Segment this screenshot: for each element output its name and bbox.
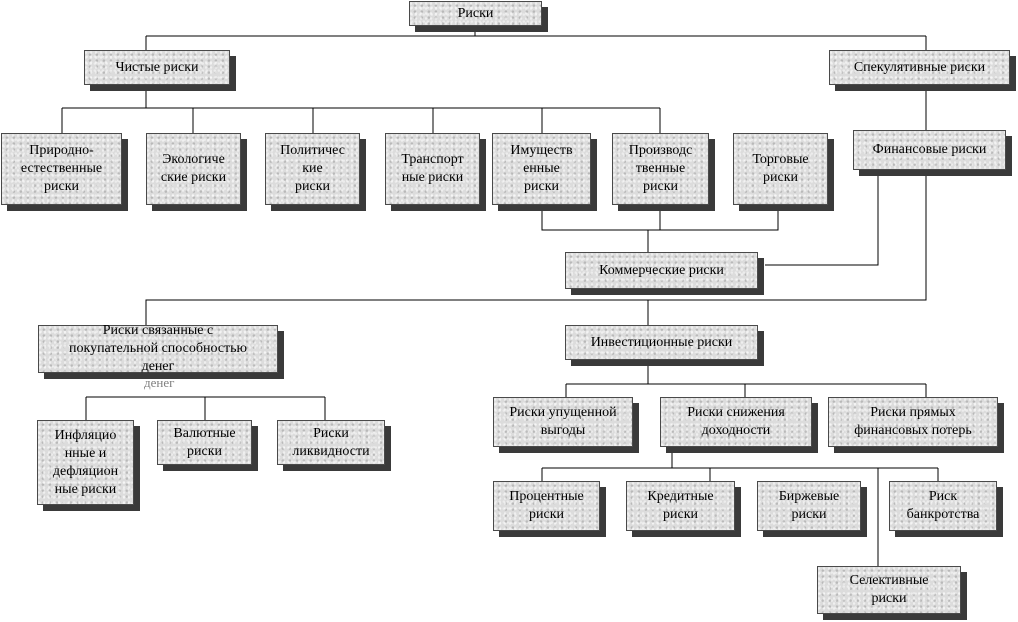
node-credit-risks: Кредитные риски bbox=[626, 481, 735, 531]
node-trade-risks: Торговые риски bbox=[733, 133, 828, 205]
node-ecological-risks: Экологиче ские риски bbox=[146, 133, 241, 205]
node-natural-risks: Природно- естественные риски bbox=[1, 133, 122, 205]
node-production-risks: Производс твенные риски bbox=[612, 133, 709, 205]
node-direct-loss-risks: Риски прямых финансовых потерь bbox=[828, 397, 998, 447]
node-commercial-risks: Коммерческие риски bbox=[565, 252, 758, 289]
node-lost-profit-risks: Риски упущенной выгоды bbox=[493, 397, 633, 447]
node-risks: Риски bbox=[409, 1, 542, 26]
ghost-caption: денег bbox=[144, 375, 175, 390]
node-exchange-risks: Биржевые риски bbox=[757, 481, 861, 531]
node-inflation-risks: Инфляцио нные и дефляцион ные риски bbox=[37, 420, 134, 505]
node-pure-risks: Чистые риски bbox=[84, 50, 230, 85]
node-purchasing-power-risks: Риски связанные с покупательной способно… bbox=[38, 323, 278, 374]
node-transport-risks: Транспорт ные риски bbox=[385, 133, 480, 205]
node-property-risks: Имуществ енные риски bbox=[492, 133, 591, 205]
node-currency-risks: Валютные риски bbox=[157, 420, 252, 465]
node-interest-risks: Процентные риски bbox=[493, 481, 600, 531]
node-liquidity-risks: Риски ликвидности bbox=[277, 420, 385, 465]
node-financial-risks: Финансовые риски bbox=[853, 130, 1006, 170]
node-investment-risks: Инвестиционные риски bbox=[565, 325, 758, 360]
node-decreasing-yield-risks: Риски снижения доходности bbox=[660, 397, 812, 447]
node-political-risks: Политичес кие риски bbox=[265, 133, 360, 205]
node-speculative-risks: Спекулятивные риски bbox=[829, 50, 1010, 85]
node-bankruptcy-risk: Риск банкротства bbox=[889, 481, 997, 531]
node-selective-risks: Селективные риски bbox=[817, 566, 961, 614]
